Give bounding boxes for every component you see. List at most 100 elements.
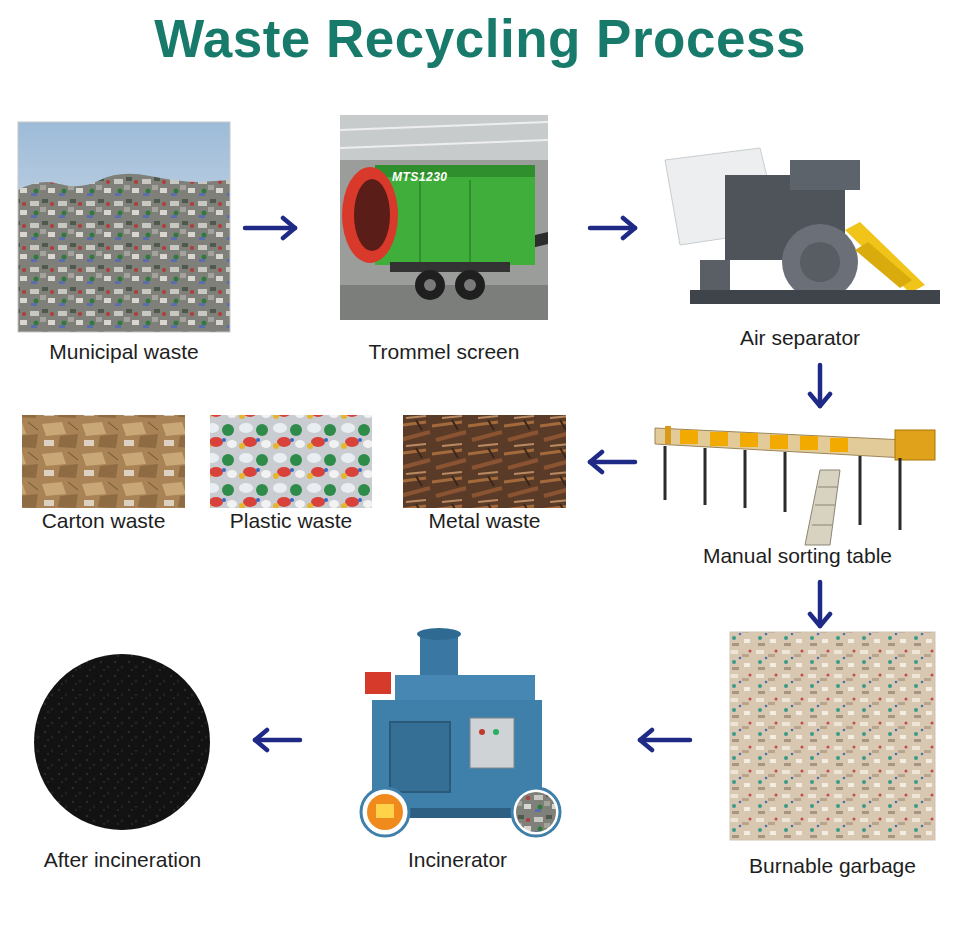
- sorting-table-photo-part: [655, 428, 905, 458]
- sorting-table-photo-part: [818, 487, 838, 488]
- node-caption-group: Incinerator: [315, 848, 600, 872]
- air-separator-photo: [665, 148, 940, 304]
- image-node: After incineration: [30, 655, 215, 872]
- metal-waste-photo-part: [403, 415, 566, 508]
- air-separator-photo-part: [790, 160, 860, 190]
- sorting-table-photo-part: [770, 435, 788, 449]
- trommel-screen-photo-part: [390, 262, 510, 272]
- node-caption-group: Air separator: [615, 326, 960, 350]
- image-node: Trommel screen: [340, 115, 548, 364]
- trommel-screen-photo-part: [375, 165, 535, 265]
- flow-arrow: [640, 738, 690, 743]
- sorting-table-photo-part: [740, 433, 758, 447]
- node-caption: After incineration: [0, 848, 255, 872]
- flow-arrow: [245, 226, 295, 231]
- image-node: Air separator: [655, 140, 945, 350]
- burnable-garbage-photo-part: [730, 632, 935, 840]
- sorting-table-photo-part: [812, 525, 832, 526]
- node-caption: Trommel screen: [300, 340, 588, 364]
- air-separator-photo-part: [782, 224, 858, 300]
- node-caption: Manual sorting table: [610, 544, 960, 568]
- sorting-table-photo-part: [800, 436, 818, 450]
- flow-arrow: [590, 460, 635, 465]
- node-caption: Incinerator: [315, 848, 600, 872]
- node-caption: Municipal waste: [0, 340, 270, 364]
- trommel-screen-photo-part: [455, 270, 485, 300]
- plastic-waste-photo: [210, 415, 372, 508]
- sorting-table-photo-part: [830, 438, 848, 452]
- sorting-table-photo: [655, 426, 935, 545]
- sorting-table-photo-part: [704, 448, 707, 505]
- trommel-screen-photo-part: [340, 122, 548, 130]
- trommel-screen-photo: [340, 115, 548, 320]
- trommel-screen-photo-part: [464, 279, 476, 291]
- trommel-screen-photo-part: [342, 167, 398, 263]
- incinerator-photo-part: [493, 729, 499, 735]
- ash-photo-part: [34, 654, 210, 830]
- sorting-table-photo-part: [784, 452, 787, 512]
- incinerator-photo-part: [417, 628, 461, 640]
- municipal-waste-photo-part: [18, 174, 230, 332]
- sorting-table-photo-part: [744, 450, 747, 508]
- trommel-screen-photo-part: [419, 180, 421, 262]
- municipal-waste-photo: [18, 122, 230, 332]
- burnable-garbage-photo: [730, 632, 935, 840]
- incinerator-photo-part: [361, 788, 409, 836]
- air-separator-photo-part: [845, 222, 925, 293]
- ash-photo: [34, 654, 210, 830]
- sorting-table-photo-part: [805, 470, 840, 545]
- incinerator-photo-part: [390, 722, 450, 792]
- image-node: Burnable garbage: [730, 632, 935, 878]
- image-node: Plastic waste: [210, 415, 372, 533]
- machine-marking: MTS1230: [392, 170, 448, 184]
- plastic-waste-photo-part: [210, 415, 372, 508]
- sorting-table-photo-part: [710, 432, 728, 446]
- incinerator-photo-part: [395, 675, 535, 703]
- node-caption-group: Carton waste: [0, 509, 225, 533]
- node-caption: Air separator: [615, 326, 960, 350]
- incinerator-photo-part: [365, 672, 391, 694]
- image-node: Carton waste: [22, 415, 185, 533]
- image-node: Incinerator: [355, 628, 560, 872]
- image-node: Municipal waste: [18, 122, 230, 364]
- node-caption-group: Plastic waste: [170, 509, 412, 533]
- municipal-waste-photo-part: [18, 122, 230, 332]
- flow-arrow: [255, 738, 300, 743]
- incinerator-photo-part: [516, 792, 556, 832]
- node-caption: Plastic waste: [170, 509, 412, 533]
- air-separator-photo-part: [800, 242, 840, 282]
- node-caption: Metal waste: [363, 509, 606, 533]
- sorting-table-photo-part: [895, 430, 935, 460]
- trommel-screen-photo-part: [415, 270, 445, 300]
- sorting-table-photo-part: [815, 505, 835, 506]
- sorting-table-photo-part: [664, 446, 667, 500]
- trommel-screen-photo-part: [340, 115, 548, 160]
- air-separator-photo-part: [855, 242, 912, 288]
- carton-waste-photo-part: [22, 415, 185, 508]
- trommel-screen-photo-part: [354, 179, 390, 251]
- sorting-table-photo-part: [680, 430, 698, 444]
- trommel-screen-photo-part: [340, 140, 548, 148]
- incinerator-photo: [361, 628, 560, 836]
- incinerator-photo-part: [470, 718, 514, 768]
- node-caption-group: After incineration: [0, 848, 255, 872]
- sorting-table-photo-part: [859, 456, 862, 525]
- trommel-screen-photo-part: [340, 115, 548, 320]
- image-node: Manual sorting table: [650, 410, 945, 568]
- flow-arrow: [590, 226, 635, 231]
- air-separator-photo-part: [690, 290, 940, 304]
- flow-arrow: [818, 582, 823, 626]
- sorting-table-photo-part: [899, 458, 902, 530]
- diagram-title: Waste Recycling Process: [0, 4, 960, 74]
- incinerator-photo-part: [367, 794, 403, 830]
- node-caption-group: Metal waste: [363, 509, 606, 533]
- node-caption-group: Burnable garbage: [690, 854, 960, 878]
- node-caption: Burnable garbage: [690, 854, 960, 878]
- carton-waste-photo: [22, 415, 185, 508]
- image-node: Metal waste: [403, 415, 566, 533]
- trommel-screen-photo-part: [424, 279, 436, 291]
- node-caption: Carton waste: [0, 509, 225, 533]
